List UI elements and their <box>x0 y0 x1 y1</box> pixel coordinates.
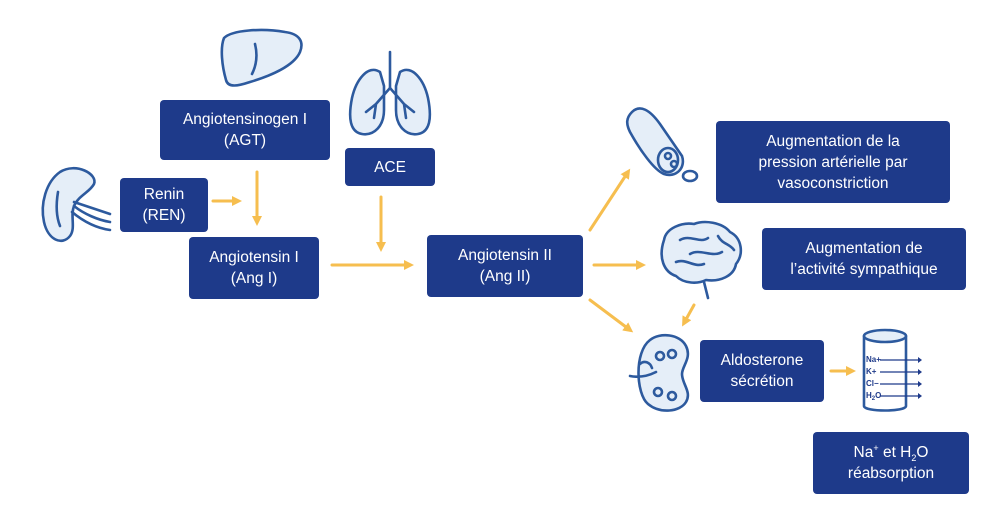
arrow-ang2-to-kidney <box>588 298 634 333</box>
sympathetic-box: Augmentation de l’activité sympathique <box>762 228 966 290</box>
aldosterone-box: Aldosterone sécrétion <box>700 340 824 402</box>
ion-cl-label: Cl− <box>866 379 879 388</box>
reabsorption-line1: Na+ et H2O <box>853 442 929 464</box>
ang2-box: Angiotensin II (Ang II) <box>427 235 583 297</box>
aldosterone-line1: Aldosterone <box>720 352 804 369</box>
ion-k-label: K+ <box>866 367 877 376</box>
ang1-line2: (Ang I) <box>230 270 278 287</box>
pressure-box: Augmentation de la pression artérielle p… <box>716 121 950 203</box>
ion-channel-icon: Na+ K+ Cl− H2O <box>862 328 922 412</box>
renin-box: Renin (REN) <box>120 178 208 232</box>
agt-line2: (AGT) <box>223 132 267 149</box>
blood-vessel-icon <box>625 107 699 183</box>
ion-na-label: Na+ <box>866 355 881 364</box>
arrow-brain-to-kidney <box>682 303 696 327</box>
pressure-line1: Augmentation de la <box>766 132 900 150</box>
reabsorption-box: Na+ et H2O réabsorption <box>813 432 969 494</box>
ang1-box: Angiotensin I (Ang I) <box>189 237 319 299</box>
kidney-icon <box>628 333 690 412</box>
pressure-line3: vasoconstriction <box>777 174 889 192</box>
adrenal-gland-icon <box>41 166 112 243</box>
agt-line1: Angiotensinogen I <box>182 111 308 128</box>
ion-h2o-label: H2O <box>866 391 881 402</box>
arrow-ang2-to-vessel <box>588 168 631 232</box>
pressure-line2: pression artérielle par <box>758 153 908 171</box>
ace-box: ACE <box>345 148 435 186</box>
ace-line1: ACE <box>374 158 406 176</box>
renin-line2: (REN) <box>142 207 186 224</box>
reabsorption-line2: réabsorption <box>847 465 935 482</box>
agt-box: Angiotensinogen I (AGT) <box>160 100 330 160</box>
ang1-line1: Angiotensin I <box>209 249 299 266</box>
lungs-icon <box>348 50 432 136</box>
ang2-line2: (Ang II) <box>479 268 531 285</box>
aldosterone-line2: sécrétion <box>730 373 794 390</box>
sympathetic-line1: Augmentation de <box>805 240 923 257</box>
sympathetic-line2: l’activité sympathique <box>790 261 938 278</box>
liver-icon <box>220 28 303 87</box>
renin-line1: Renin <box>143 186 185 203</box>
brain-icon <box>660 220 743 300</box>
ang2-line1: Angiotensin II <box>458 247 552 264</box>
